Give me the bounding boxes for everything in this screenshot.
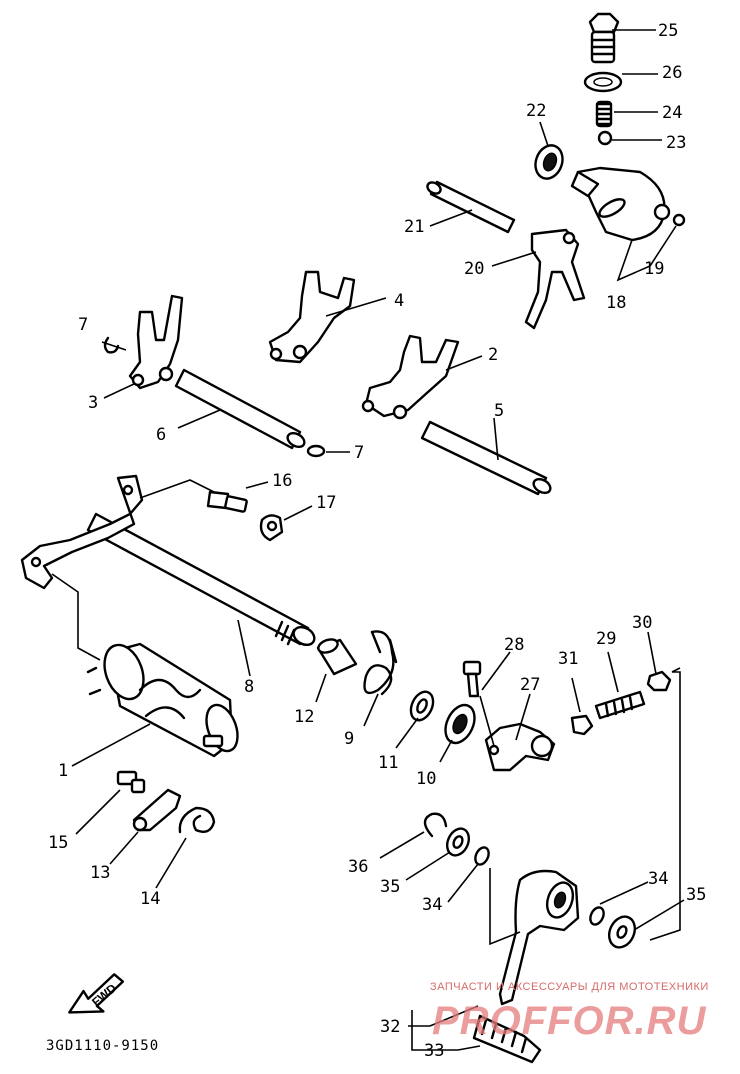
circlip-7-right[interactable]	[306, 444, 326, 458]
callout-7a: 7	[78, 315, 88, 335]
guide-bar-5[interactable]	[420, 420, 553, 496]
callout-6: 6	[156, 425, 166, 445]
callout-15: 15	[48, 833, 68, 853]
callout-36: 36	[348, 857, 368, 877]
callout-19: 19	[644, 259, 664, 279]
washer-35-right[interactable]	[604, 912, 639, 951]
callout-35a: 35	[380, 877, 400, 897]
guide-bar-6[interactable]	[174, 368, 307, 450]
callout-21: 21	[404, 217, 424, 237]
oil-seal-22[interactable]	[531, 142, 567, 183]
callout-20: 20	[464, 259, 484, 279]
callout-3: 3	[88, 393, 98, 413]
torsion-spring-9[interactable]	[363, 630, 398, 696]
shift-pedal-32[interactable]	[498, 869, 580, 1006]
callout-11: 11	[378, 753, 398, 773]
fwd-arrow-icon: FWD	[68, 973, 125, 1014]
spring-24[interactable]	[595, 100, 613, 128]
callout-7b: 7	[354, 443, 364, 463]
pin-19[interactable]	[672, 213, 686, 227]
callout-5: 5	[494, 401, 504, 421]
shift-fork-20[interactable]	[524, 228, 586, 330]
guide-bar-21[interactable]	[425, 180, 516, 234]
washer-11[interactable]	[407, 688, 438, 724]
callout-13: 13	[90, 863, 110, 883]
callout-23: 23	[666, 133, 686, 153]
callout-8: 8	[244, 677, 254, 697]
bolt-25[interactable]	[588, 12, 620, 64]
shift-shaft-8[interactable]	[86, 512, 318, 648]
bolt-15[interactable]	[116, 770, 146, 794]
plate-17[interactable]	[259, 514, 284, 542]
callout-33: 33	[424, 1041, 444, 1061]
shift-cam-segment-18[interactable]	[570, 166, 671, 242]
callout-26: 26	[662, 63, 682, 83]
stopper-lever-13[interactable]	[132, 788, 182, 832]
shift-lever-arm[interactable]	[20, 474, 144, 590]
shift-drum-1[interactable]	[86, 640, 243, 758]
callout-34b: 34	[648, 869, 668, 889]
watermark: ЗАПЧАСТИ И АКСЕССУАРЫ ДЛЯ МОТОТЕХНИКИ PR…	[430, 981, 709, 1043]
circlip-36[interactable]	[423, 812, 448, 838]
callout-9: 9	[344, 729, 354, 749]
callout-14: 14	[140, 889, 160, 909]
oring-34-right[interactable]	[588, 905, 606, 926]
callout-12: 12	[294, 707, 314, 727]
callout-31: 31	[558, 649, 578, 669]
pedal-rubber-33[interactable]	[472, 1014, 542, 1064]
callout-35b: 35	[686, 885, 706, 905]
diagram-code: 3GD1110-9150	[46, 1038, 159, 1054]
leader-lines	[51, 29, 685, 1051]
callout-18: 18	[606, 293, 626, 313]
callout-32: 32	[380, 1017, 400, 1037]
ball-23[interactable]	[597, 130, 613, 146]
callout-28: 28	[504, 635, 524, 655]
spring-14[interactable]	[178, 806, 216, 834]
callout-10: 10	[416, 769, 436, 789]
washer-35-left[interactable]	[443, 825, 473, 859]
callout-22: 22	[526, 101, 546, 121]
stud-29[interactable]	[594, 690, 646, 720]
nut-30[interactable]	[646, 670, 672, 692]
shift-fork-2[interactable]	[361, 334, 460, 420]
callout-4: 4	[394, 291, 404, 311]
callout-1: 1	[58, 761, 68, 781]
callout-25: 25	[658, 21, 678, 41]
washer-26[interactable]	[583, 71, 623, 93]
oring-34-left[interactable]	[473, 845, 491, 866]
callout-24: 24	[662, 103, 682, 123]
callout-17: 17	[316, 493, 336, 513]
callout-16: 16	[272, 471, 292, 491]
oil-seal-10[interactable]	[440, 700, 480, 747]
watermark-tagline: ЗАПЧАСТИ И АКСЕССУАРЫ ДЛЯ МОТОТЕХНИКИ	[430, 981, 709, 993]
callouts: 25 26 24 23 22 21 20 19 18 4 7 2 3 5 6 7…	[48, 21, 706, 1061]
callout-34a: 34	[422, 895, 442, 915]
callout-30: 30	[632, 613, 652, 633]
callout-27: 27	[520, 675, 540, 695]
watermark-brand: PROFFOR.RU	[432, 999, 707, 1043]
callout-29: 29	[596, 629, 616, 649]
callout-2: 2	[488, 345, 498, 365]
shift-fork-3[interactable]	[128, 294, 184, 390]
bolt-28[interactable]	[462, 660, 482, 698]
collar-12[interactable]	[316, 637, 358, 676]
stopper-bolt-16[interactable]	[206, 490, 248, 513]
shift-arm-27[interactable]	[484, 722, 556, 772]
nut-31[interactable]	[570, 714, 594, 736]
shift-fork-4[interactable]	[268, 270, 356, 364]
